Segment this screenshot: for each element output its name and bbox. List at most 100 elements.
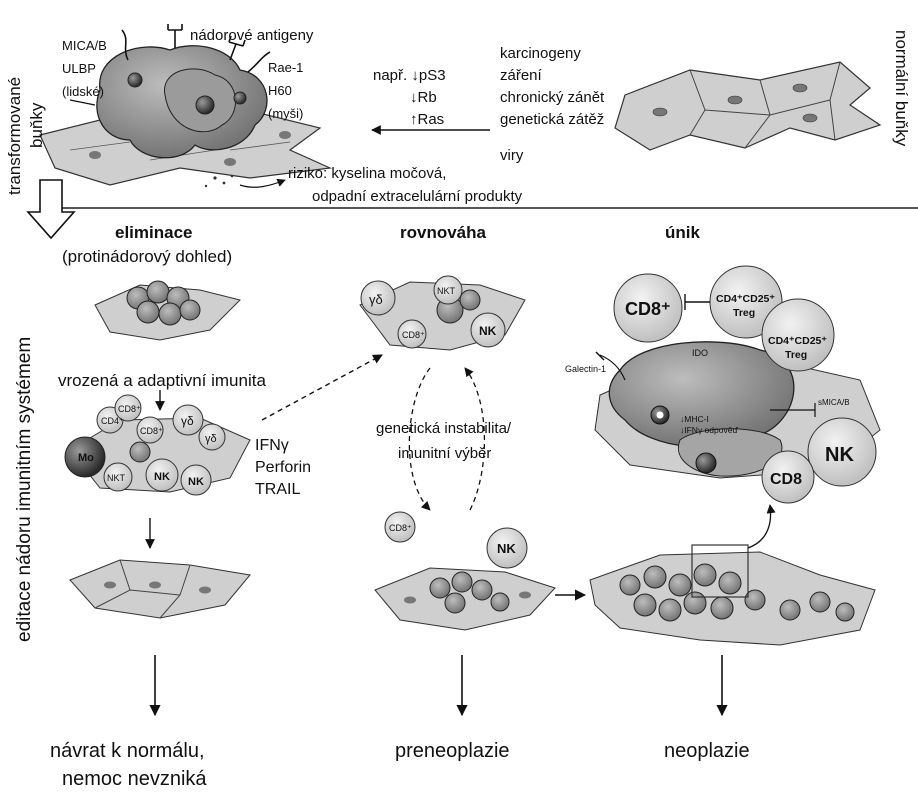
treg-2-label-b: Treg bbox=[785, 349, 807, 361]
effector-ifng: IFNγ bbox=[255, 437, 289, 454]
escape-cd8-label: CD8⁺ bbox=[625, 299, 671, 319]
factor-ido: IDO bbox=[692, 348, 708, 358]
eq-gd-cell bbox=[360, 280, 396, 316]
eq-free-nk bbox=[486, 527, 528, 569]
eq-label-cd8: CD8⁺ bbox=[402, 330, 425, 340]
eq-label-nk: NK bbox=[479, 324, 497, 338]
elimination-to-equilibrium-arrow bbox=[261, 354, 383, 421]
ligand-human-3: (lidské) bbox=[62, 84, 104, 99]
cell-label-nk-a: NK bbox=[154, 471, 170, 483]
factor-galectin: Galectin-1 bbox=[565, 364, 606, 374]
eq-nkt-cell bbox=[433, 275, 463, 305]
ligand-mouse-2: H60 bbox=[268, 83, 292, 98]
escape-cd8-cell bbox=[613, 273, 683, 343]
treg-2-label-a: CD4⁺CD25⁺ bbox=[768, 335, 827, 347]
equilibrium-outcome: preneoplazie bbox=[395, 740, 510, 762]
equilibrium-cluster: γδ NKT CD8⁺ NK bbox=[359, 275, 526, 351]
cell-label-mo: Mo bbox=[78, 452, 94, 464]
effector-trail: TRAIL bbox=[255, 481, 300, 498]
elimination-tumor-small bbox=[94, 280, 241, 341]
cell-label-gd-b: γδ bbox=[205, 433, 217, 445]
treg-cell-2 bbox=[761, 298, 835, 372]
side-label: editace nádoru imunitním systémem bbox=[14, 337, 35, 642]
gd-cell-b bbox=[198, 423, 226, 451]
nk-cell-a bbox=[145, 458, 179, 492]
risk-line-2: odpadní extracelulární produkty bbox=[312, 188, 523, 205]
cycle-arrow-down bbox=[408, 367, 431, 511]
elimination-immune-cluster: Mo CD4⁺ CD8⁺ CD8⁺ γδ γδ NKT NK NK bbox=[64, 394, 251, 496]
nk-cell-b bbox=[180, 464, 212, 496]
risk-line-1: riziko: kyselina močová, bbox=[288, 165, 446, 182]
eq-nk-cell bbox=[470, 312, 506, 348]
ligands-human: MICA/B ULBP (lidské) bbox=[62, 38, 107, 99]
cause-2: záření bbox=[500, 67, 543, 84]
cause-3: chronický zánět bbox=[500, 89, 605, 106]
eq-label-gd: γδ bbox=[369, 292, 383, 307]
hollow-down-arrow bbox=[26, 179, 76, 240]
escape-title: únik bbox=[665, 223, 700, 242]
gene-change-3: ↑Ras bbox=[410, 111, 444, 128]
cycle-label-2: imunitní výběr bbox=[398, 445, 491, 462]
eq-free-cd8-label: CD8⁺ bbox=[389, 523, 412, 533]
treg-1-label-a: CD4⁺CD25⁺ bbox=[716, 293, 775, 305]
normal-cells-illustration bbox=[614, 61, 882, 151]
eq-label-nkt: NKT bbox=[437, 286, 456, 296]
escape-outcome: neoplazie bbox=[664, 740, 750, 762]
transformed-cells-illustration bbox=[39, 24, 333, 188]
cell-label-nkt: NKT bbox=[107, 473, 126, 483]
elimination-title: eliminace bbox=[115, 223, 193, 242]
ligands-mouse: Rae-1 H60 (myši) bbox=[268, 60, 303, 121]
effector-list: IFNγ Perforin TRAIL bbox=[255, 437, 311, 498]
elimination-subtitle: (protinádorový dohled) bbox=[62, 247, 232, 266]
risk-text: riziko: kyselina močová, odpadní extrace… bbox=[288, 165, 523, 205]
effector-perforin: Perforin bbox=[255, 459, 311, 476]
treg-inhibition-bar bbox=[684, 294, 710, 310]
treg-1-label-b: Treg bbox=[733, 307, 755, 319]
cell-label-gd-a: γδ bbox=[181, 414, 194, 428]
eq-free-cd8 bbox=[384, 511, 416, 543]
cycle-label-1: genetická instabilita/ bbox=[376, 420, 512, 437]
cause-5: viry bbox=[500, 147, 524, 164]
cycle-arrow-up bbox=[464, 367, 486, 511]
factor-mhc: ↓MHC-I bbox=[680, 414, 709, 424]
mo-cell bbox=[64, 436, 106, 478]
escape-nk-cell bbox=[807, 417, 877, 487]
gd-cell-a bbox=[172, 404, 204, 436]
escape-nk-label: NK bbox=[825, 444, 854, 466]
elimination-normal-sheet bbox=[69, 559, 251, 619]
tumor-antigens-label: nádorové antigeny bbox=[190, 27, 314, 44]
galectin-inhibition bbox=[599, 354, 626, 381]
label-transformed-2: buňky bbox=[27, 102, 46, 148]
gene-change-2: ↓Rb bbox=[410, 89, 437, 106]
neoplasia-sheet bbox=[589, 544, 876, 646]
label-normal: normální buňky bbox=[892, 30, 911, 147]
factor-ifng: ↓IFNγ odpověď bbox=[680, 425, 738, 435]
elimination-outcome-2: nemoc nevzniká bbox=[62, 768, 207, 790]
eq-cd8-cell bbox=[397, 319, 427, 349]
causes-list: karcinogeny záření chronický zánět genet… bbox=[500, 45, 605, 164]
escape-cd8-small-label: CD8 bbox=[770, 471, 802, 488]
cause-1: karcinogeny bbox=[500, 45, 581, 62]
ligand-human-2: ULBP bbox=[62, 61, 96, 76]
cause-4: genetická zátěž bbox=[500, 111, 604, 128]
preneoplasia-sheet bbox=[374, 567, 556, 631]
cell-label-nk-b: NK bbox=[188, 476, 204, 488]
escape-cd8-small-cell bbox=[761, 450, 815, 504]
nkt-cell bbox=[103, 462, 133, 492]
zoom-arrow bbox=[747, 504, 776, 549]
ligand-human-1: MICA/B bbox=[62, 38, 107, 53]
eq-free-nk-label: NK bbox=[497, 541, 516, 556]
cd8-cell-a bbox=[114, 394, 142, 422]
gene-changes: např. ↓pS3 ↓Rb ↑Ras bbox=[373, 67, 446, 128]
ligand-mouse-3: (myši) bbox=[268, 106, 303, 121]
cell-label-cd8-a: CD8⁺ bbox=[118, 404, 141, 414]
ligand-mouse-1: Rae-1 bbox=[268, 60, 303, 75]
factor-smica: sMICA/B bbox=[818, 398, 850, 407]
cell-label-cd8-b: CD8⁺ bbox=[140, 426, 163, 436]
equilibrium-title: rovnováha bbox=[400, 223, 487, 242]
label-transformed-1: transformované bbox=[5, 77, 24, 195]
immunity-label: vrozená a adaptivní imunita bbox=[58, 371, 266, 390]
elimination-outcome-1: návrat k normálu, bbox=[50, 740, 205, 762]
cell-label-cd4: CD4⁺ bbox=[101, 416, 124, 426]
